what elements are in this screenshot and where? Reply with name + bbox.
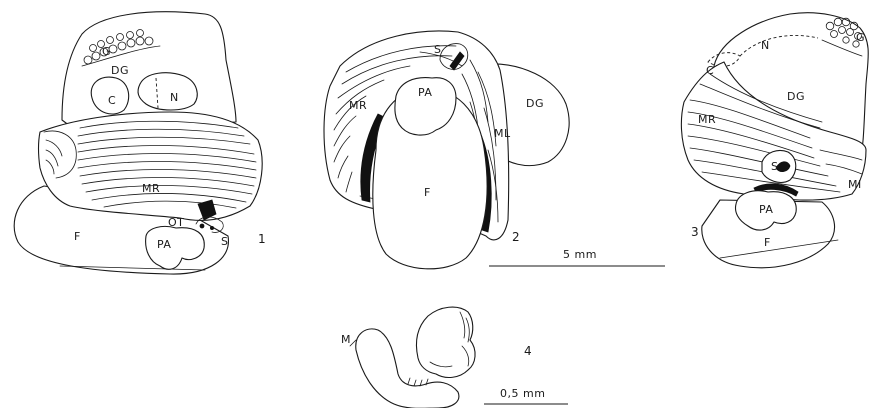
figure-3	[681, 13, 868, 268]
fig2-label-dg: DG	[526, 97, 544, 110]
fig3-label-dg: DG	[787, 90, 805, 103]
fig3-label-c: C	[706, 64, 714, 77]
fig4-label-m: M	[341, 333, 351, 346]
fig1-siphon-dot	[200, 224, 204, 228]
scale-bar-main-label: 5 mm	[563, 248, 597, 261]
fig3-label-mr: MR	[698, 113, 716, 126]
fig3-number: 3	[691, 225, 699, 239]
fig2-number: 2	[512, 230, 520, 244]
fig2-label-f: F	[424, 186, 431, 199]
fig1-digestive-gland	[62, 12, 236, 126]
fig1-label-s: S	[221, 235, 228, 248]
fig1-label-ot: OT	[168, 216, 184, 229]
fig1-label-n: N	[170, 91, 179, 104]
fig1-label-pa: PA	[157, 238, 171, 251]
fig2-label-s: S	[434, 43, 441, 56]
fig3-label-s: S	[771, 160, 778, 173]
scale-bar-detail-label: 0,5 mm	[500, 387, 545, 400]
fig3-label-n: N	[761, 39, 770, 52]
fig1-label-g: G	[102, 45, 111, 58]
fig3-label-pa: PA	[759, 203, 773, 216]
fig1-label-c: C	[108, 94, 116, 107]
fig1-label-dg: DG	[111, 64, 129, 77]
fig2-label-pa: PA	[418, 86, 432, 99]
fig3-label-g: G	[856, 31, 865, 44]
fig1-organ-n	[138, 73, 197, 110]
fig2-label-mr: MR	[349, 99, 367, 112]
fig1-number: 1	[258, 232, 266, 246]
figure-4	[350, 307, 475, 408]
fig2-label-ml: ML	[494, 127, 511, 140]
fig4-number: 4	[524, 344, 532, 358]
fig1-label-mr: MR	[142, 182, 160, 195]
fig3-label-f: F	[764, 236, 771, 249]
figure-2	[324, 31, 569, 269]
fig3-label-mi: MI	[848, 178, 862, 191]
fig1-label-f: F	[74, 230, 81, 243]
